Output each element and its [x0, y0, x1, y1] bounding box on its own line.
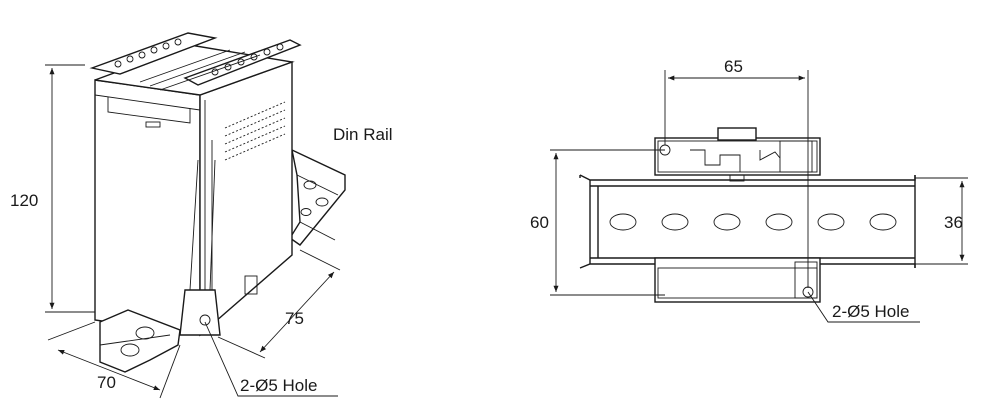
din-rail-3d — [289, 148, 346, 246]
vent-slots — [224, 101, 286, 161]
left-dim-label: 60 — [530, 213, 549, 232]
din-rail-label: Din Rail — [333, 125, 393, 144]
depth-label: 75 — [285, 309, 304, 328]
dim-height: 120 — [10, 64, 95, 313]
module-body — [89, 32, 302, 337]
lower-clip — [654, 257, 821, 303]
upper-clip — [654, 127, 821, 182]
din-rail-front-view — [579, 174, 916, 269]
rail-slots — [609, 213, 897, 231]
dim-60: 60 — [530, 149, 665, 296]
hole-leader-left: 2-Ø5 Hole — [204, 321, 338, 397]
dim-depth: 75 — [217, 249, 341, 359]
hole-label-left: 2-Ø5 Hole — [240, 376, 317, 395]
height-label: 120 — [10, 191, 38, 210]
dim-65: 65 — [664, 57, 809, 288]
right-dim-label: 36 — [944, 213, 963, 232]
hole-label-right: 2-Ø5 Hole — [832, 302, 909, 321]
top-dim-label: 65 — [724, 57, 743, 76]
dim-36: 36 — [915, 177, 968, 265]
dim-width: 70 — [47, 321, 181, 399]
isometric-view: 120 70 75 2-Ø5 Hole Din Rail — [10, 32, 393, 399]
hole-leader-right: 2-Ø5 Hole — [807, 291, 920, 323]
width-label: 70 — [97, 373, 116, 392]
front-view: 65 60 36 2-Ø5 Hole — [530, 57, 968, 323]
terminal-screws — [114, 38, 284, 76]
